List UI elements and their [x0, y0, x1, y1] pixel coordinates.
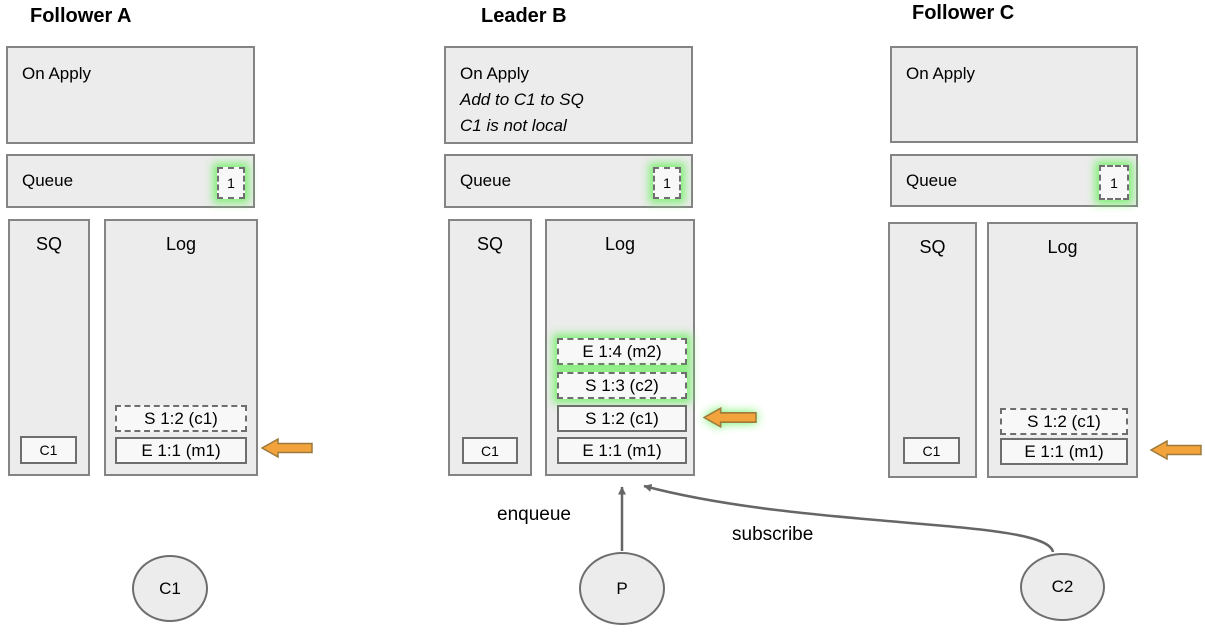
queue-label-c: Queue: [906, 170, 958, 190]
on-apply-note1-b: Add to C1 to SQ: [460, 90, 584, 109]
sq-entry-c1-b: C1: [462, 437, 518, 464]
apply-pointer-arrow-b: [703, 406, 757, 429]
log-entry-b-e11: E 1:1 (m1): [557, 437, 687, 464]
actor-consumer-c2: C2: [1020, 553, 1105, 621]
queue-box-c: Queue 1: [890, 154, 1138, 207]
log-label-a: Log: [165, 234, 197, 254]
log-entry-a-e11: E 1:1 (m1): [115, 437, 247, 464]
log-entry-b-s13: S 1:3 (c2): [557, 372, 687, 399]
sq-label-c: SQ: [919, 237, 946, 257]
log-box-a: Log: [104, 219, 258, 476]
node-title-follower-c: Follower C: [912, 2, 1015, 24]
on-apply-note2-b: C1 is not local: [460, 116, 567, 135]
node-title-leader-b: Leader B: [481, 5, 567, 27]
on-apply-box-c: On Apply: [890, 46, 1138, 143]
log-entry-b-s12: S 1:2 (c1): [557, 405, 687, 432]
on-apply-label-a: On Apply: [22, 64, 91, 83]
queue-box-b: Queue 1: [444, 154, 693, 208]
sq-entry-c1-a: C1: [20, 436, 77, 464]
actor-consumer-c1: C1: [132, 555, 208, 622]
apply-pointer-arrow-a: [261, 437, 313, 459]
enqueue-edge-label: enqueue: [497, 504, 571, 525]
queue-label-b: Queue: [460, 171, 512, 190]
queue-badge-c: 1: [1099, 165, 1129, 200]
sq-label-b: SQ: [476, 234, 503, 254]
on-apply-label-c: On Apply: [906, 64, 975, 83]
log-label-c: Log: [1047, 237, 1078, 257]
queue-box-a: Queue 1: [6, 154, 255, 208]
queue-badge-a: 1: [217, 167, 245, 199]
on-apply-label-b: On Apply: [460, 64, 529, 83]
log-box-c: Log: [987, 222, 1138, 478]
subscribe-edge: [643, 484, 1055, 553]
log-entry-a-s12: S 1:2 (c1): [115, 405, 247, 432]
actor-producer-p: P: [579, 552, 665, 625]
on-apply-box-b: On Apply Add to C1 to SQ C1 is not local: [444, 46, 693, 144]
on-apply-box-a: On Apply: [6, 46, 255, 144]
sq-box-b: SQ: [448, 219, 532, 476]
log-entry-c-s12: S 1:2 (c1): [1000, 408, 1128, 435]
sq-box-a: SQ: [8, 219, 90, 476]
queue-label-a: Queue: [22, 171, 74, 190]
log-entry-c-e11: E 1:1 (m1): [1000, 438, 1128, 465]
sq-label-a: SQ: [35, 234, 62, 254]
apply-pointer-arrow-c: [1150, 439, 1202, 461]
subscribe-edge-label: subscribe: [732, 524, 814, 545]
node-title-follower-a: Follower A: [30, 5, 132, 27]
sq-entry-c1-c: C1: [903, 437, 960, 464]
queue-badge-b: 1: [653, 167, 681, 199]
log-label-b: Log: [604, 234, 636, 254]
log-entry-b-e14: E 1:4 (m2): [557, 338, 687, 365]
sq-box-c: SQ: [888, 222, 977, 478]
